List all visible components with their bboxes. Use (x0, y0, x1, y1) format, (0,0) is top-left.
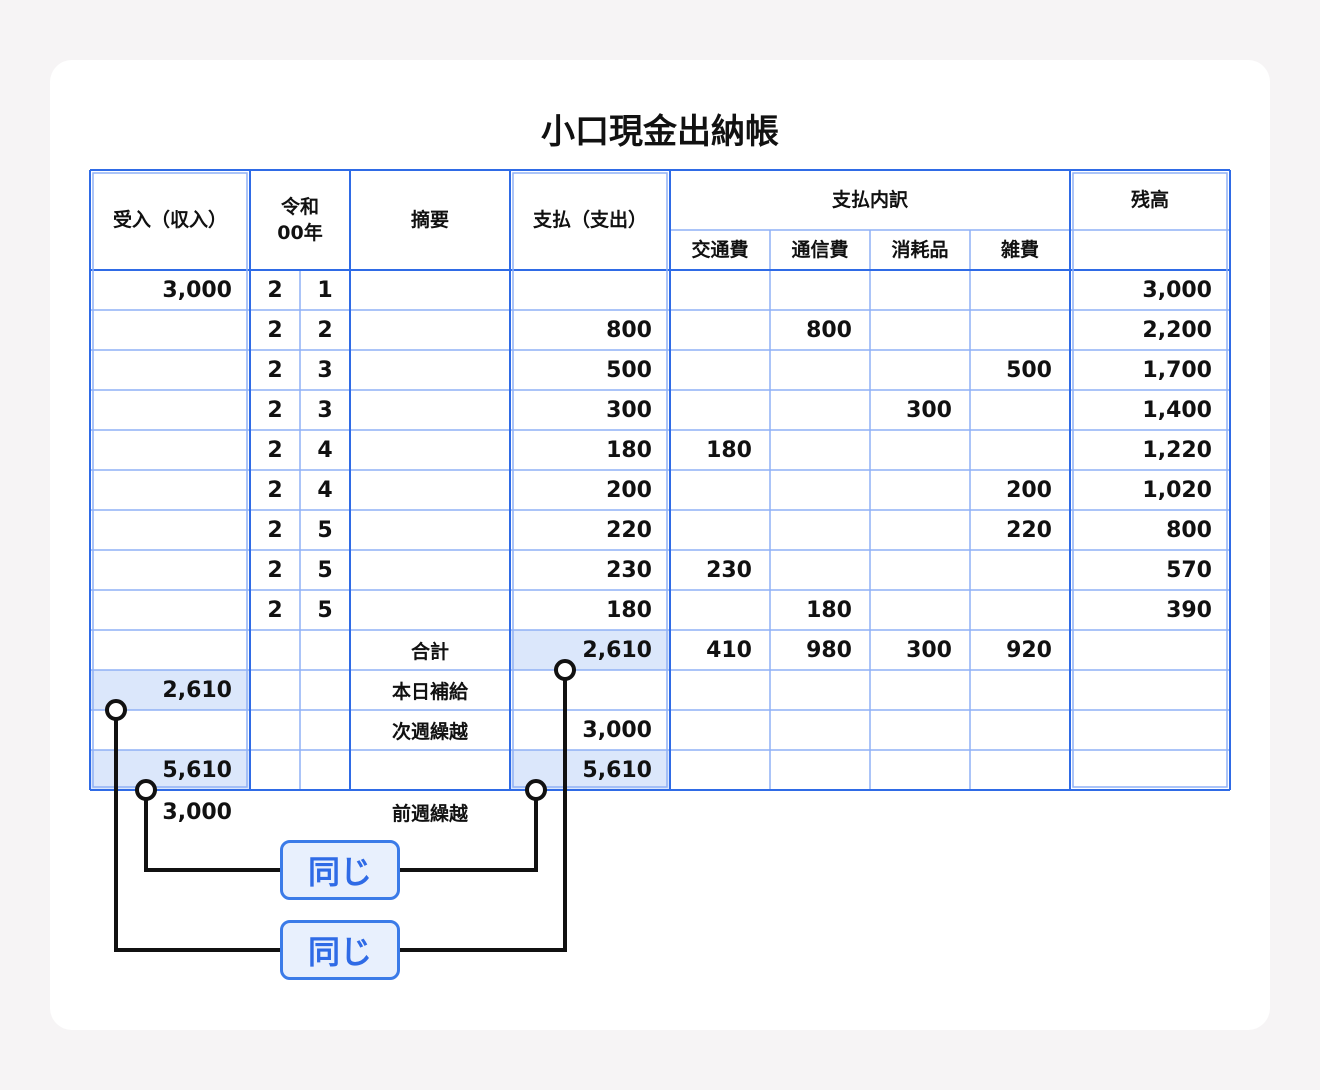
cell-summary: 次週繰越 (391, 720, 468, 743)
cell-month: 2 (267, 597, 283, 623)
cell-day: 3 (317, 357, 333, 383)
cell-communication: 180 (806, 597, 852, 623)
cell-payment: 220 (606, 517, 652, 543)
cell-payment: 180 (606, 437, 652, 463)
header-era-year: 令和 00年 (250, 170, 350, 270)
cell-receipt: 2,610 (162, 677, 232, 703)
cell-balance: 390 (1166, 597, 1212, 623)
previous-week-carryover-amount: 3,000 (162, 799, 232, 825)
cell-misc: 500 (1006, 357, 1052, 383)
highlighted-cell (510, 630, 670, 670)
cell-month: 2 (267, 277, 283, 303)
header-era: 令和 (280, 196, 319, 218)
cell-payment: 300 (606, 397, 652, 423)
cell-balance: 1,700 (1142, 357, 1212, 383)
cell-month: 2 (267, 557, 283, 583)
cell-communication: 980 (806, 637, 852, 663)
cell-day: 1 (317, 277, 333, 303)
cell-day: 5 (317, 557, 333, 583)
header-communication: 通信費 (791, 239, 849, 261)
cell-balance: 1,400 (1142, 397, 1212, 423)
cell-transport: 230 (706, 557, 752, 583)
header-balance: 残高 (1130, 189, 1169, 211)
cell-month: 2 (267, 477, 283, 503)
cell-summary: 本日補給 (391, 680, 468, 703)
cell-day: 2 (317, 317, 333, 343)
cell-misc: 920 (1006, 637, 1052, 663)
cell-day: 5 (317, 517, 333, 543)
double-border (92, 172, 248, 788)
cell-payment: 230 (606, 557, 652, 583)
header-transport: 交通費 (691, 239, 749, 261)
cell-payment: 2,610 (582, 637, 652, 663)
cell-balance: 1,220 (1142, 437, 1212, 463)
cell-month: 2 (267, 317, 283, 343)
cell-balance: 800 (1166, 517, 1212, 543)
double-border (512, 172, 668, 788)
cell-balance: 2,200 (1142, 317, 1212, 343)
cell-payment: 5,610 (582, 757, 652, 783)
cell-month: 2 (267, 357, 283, 383)
header-payment: 支払（支出） (532, 209, 647, 231)
cell-supplies: 300 (906, 637, 952, 663)
cell-balance: 570 (1166, 557, 1212, 583)
cell-misc: 200 (1006, 477, 1052, 503)
cell-misc: 220 (1006, 517, 1052, 543)
cell-balance: 3,000 (1142, 277, 1212, 303)
cell-payment: 3,000 (582, 717, 652, 743)
header-supplies: 消耗品 (891, 239, 949, 261)
cell-day: 4 (317, 437, 333, 463)
cell-transport: 410 (706, 637, 752, 663)
header-summary: 摘要 (410, 209, 449, 231)
cell-payment: 500 (606, 357, 652, 383)
double-border (1072, 172, 1228, 788)
cell-payment: 200 (606, 477, 652, 503)
cell-summary: 合計 (410, 640, 449, 663)
cell-day: 4 (317, 477, 333, 503)
cell-supplies: 300 (906, 397, 952, 423)
connector-endpoint-icon (135, 779, 157, 801)
cell-payment: 800 (606, 317, 652, 343)
connector-endpoint-icon (525, 779, 547, 801)
cell-day: 3 (317, 397, 333, 423)
cell-balance: 1,020 (1142, 477, 1212, 503)
cell-month: 2 (267, 517, 283, 543)
connector-endpoint-icon (554, 659, 576, 681)
cell-transport: 180 (706, 437, 752, 463)
header-receipt: 受入（収入） (112, 209, 227, 231)
same-badge-carryover: 同じ (280, 840, 400, 900)
cell-month: 2 (267, 397, 283, 423)
cell-day: 5 (317, 597, 333, 623)
cell-receipt: 3,000 (162, 277, 232, 303)
same-badge-replenish: 同じ (280, 920, 400, 980)
header-misc: 雑費 (1000, 239, 1039, 261)
header-year: 00年 (277, 222, 323, 244)
cell-receipt: 5,610 (162, 757, 232, 783)
cell-payment: 180 (606, 597, 652, 623)
connector-endpoint-icon (105, 699, 127, 721)
cell-communication: 800 (806, 317, 852, 343)
header-breakdown: 支払内訳 (831, 189, 908, 211)
previous-week-carryover-label: 前週繰越 (391, 802, 468, 825)
cell-month: 2 (267, 437, 283, 463)
page-title: 小口現金出納帳 (541, 112, 779, 152)
